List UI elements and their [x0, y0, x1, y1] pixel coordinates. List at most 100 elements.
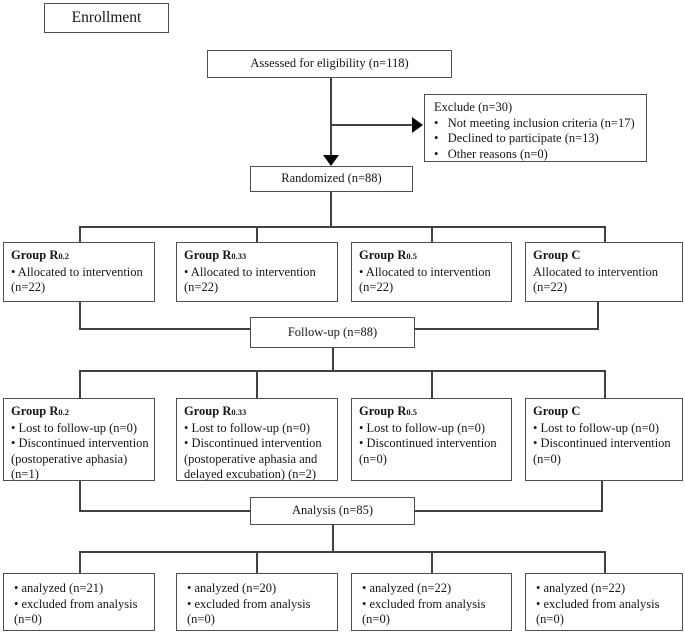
text-line: • excluded from analysis — [362, 596, 486, 611]
group-title-text: Group R — [359, 248, 407, 262]
followup-label: Follow-up (n=88) — [287, 324, 378, 339]
text-line: • excluded from analysis — [536, 596, 660, 611]
text-line: • Lost to follow-up (n=0) — [533, 420, 659, 435]
text-line: • excluded from analysis — [14, 596, 138, 611]
connector-line — [597, 302, 599, 330]
group-title: Group R0.33 — [184, 404, 332, 421]
allocation-box-r0-2: Group R0.2 • Allocated to intervention(n… — [3, 242, 155, 302]
allocation-lines: • Allocated to intervention(n=22) — [11, 265, 149, 296]
group-title: Group R0.33 — [184, 248, 332, 265]
group-title-subscript: 0.33 — [231, 251, 247, 261]
text-line: (n=0) — [533, 451, 561, 466]
arrowhead-down-icon — [323, 155, 339, 166]
analysis-box-r0-2: • analyzed (n=21)• excluded from analysi… — [3, 573, 155, 631]
text-line: (postoperative aphasia and — [184, 451, 318, 466]
group-title-subscript: 0.5 — [406, 407, 417, 417]
text-line: • Allocated to intervention — [11, 264, 143, 279]
group-title: Group C — [533, 404, 677, 421]
connector-line — [256, 226, 258, 242]
group-title: Group R0.2 — [11, 404, 149, 421]
enrollment-label: Enrollment — [71, 9, 142, 27]
connector-line — [79, 226, 606, 228]
analysis-lines: • analyzed (n=22)• excluded from analysi… — [536, 581, 677, 628]
followup-box-c: Group C • Lost to follow-up (n=0)• Disco… — [525, 398, 683, 481]
allocation-box-r0-5: Group R0.5 • Allocated to intervention(n… — [351, 242, 512, 302]
group-title-text: Group C — [533, 404, 581, 418]
connector-line — [415, 510, 603, 512]
text-line: (n=0) — [359, 451, 387, 466]
text-line: • analyzed (n=20) — [187, 581, 277, 595]
text-line: (n=22) — [184, 280, 219, 294]
connector-line — [256, 370, 258, 398]
text-line: • analyzed (n=22) — [536, 581, 626, 595]
text-line: • Discontinued intervention — [184, 436, 322, 450]
followup-box-r0-2: Group R0.2 • Lost to follow-up (n=0)• Di… — [3, 398, 155, 481]
text-line: • Other reasons (n=0) — [434, 146, 548, 161]
exclude-items: • Not meeting inclusion criteria (n=17)•… — [434, 116, 640, 163]
enrollment-label-box: Enrollment — [44, 3, 169, 33]
group-title-text: Group C — [533, 248, 581, 262]
connector-line — [79, 551, 81, 573]
allocation-box-r0-33: Group R0.33 • Allocated to intervention(… — [176, 242, 338, 302]
connector-line — [601, 481, 603, 512]
exclude-box: Exclude (n=30) • Not meeting inclusion c… — [424, 94, 647, 162]
followup-box-r0-5: Group R0.5 • Lost to follow-up (n=0)• Di… — [351, 398, 512, 481]
followup-lines: • Lost to follow-up (n=0)• Discontinued … — [184, 421, 332, 483]
text-line: • Not meeting inclusion criteria (n=17) — [434, 115, 635, 130]
text-line: (n=0) — [536, 612, 564, 626]
connector-line — [79, 370, 606, 372]
group-title-text: Group R — [359, 404, 407, 418]
text-line: (n=1) — [11, 467, 39, 481]
allocation-lines: Allocated to intervention(n=22) — [533, 265, 677, 296]
connector-line — [330, 124, 414, 126]
analysis-box-r0-5: • analyzed (n=22)• excluded from analysi… — [351, 573, 512, 631]
analysis-box: Analysis (n=85) — [250, 497, 415, 525]
text-line: delayed excubation) (n=2) — [184, 467, 316, 481]
connector-line — [431, 551, 433, 573]
text-line: • Discontinued intervention — [11, 436, 149, 450]
assessed-box: Assessed for eligibility (n=118) — [207, 50, 452, 78]
text-line: (postoperative aphasia) — [11, 451, 128, 466]
connector-line — [79, 302, 81, 330]
arrowhead-right-icon — [412, 117, 423, 133]
text-line: • Allocated to intervention — [359, 264, 491, 279]
group-title-text: Group R — [11, 404, 59, 418]
text-line: • Discontinued intervention — [359, 436, 497, 450]
allocation-lines: • Allocated to intervention(n=22) — [359, 265, 506, 296]
group-title: Group R0.5 — [359, 248, 506, 265]
analysis-box-r0-33: • analyzed (n=20)• excluded from analysi… — [176, 573, 338, 631]
group-title: Group R0.5 — [359, 404, 506, 421]
text-line: • Lost to follow-up (n=0) — [359, 420, 485, 435]
analysis-lines: • analyzed (n=20)• excluded from analysi… — [187, 581, 332, 628]
group-title: Group R0.2 — [11, 248, 149, 265]
text-line: • Lost to follow-up (n=0) — [184, 420, 310, 435]
text-line: (n=22) — [533, 280, 568, 294]
connector-line — [431, 370, 433, 398]
randomized-label: Randomized (n=88) — [281, 171, 382, 186]
followup-lines: • Lost to follow-up (n=0)• Discontinued … — [359, 421, 506, 468]
text-line: Allocated to intervention — [533, 264, 658, 279]
followup-lines: • Lost to follow-up (n=0)• Discontinued … — [11, 421, 149, 483]
connector-line — [79, 328, 250, 330]
group-title: Group C — [533, 248, 677, 265]
connector-line — [79, 510, 250, 512]
text-line: • Allocated to intervention — [184, 264, 316, 279]
text-line: (n=0) — [187, 612, 215, 626]
exclude-title: Exclude (n=30) — [434, 100, 513, 114]
group-title-text: Group R — [184, 248, 232, 262]
group-title-subscript: 0.5 — [406, 251, 417, 261]
group-title-subscript: 0.2 — [58, 407, 69, 417]
followup-box: Follow-up (n=88) — [250, 317, 415, 348]
text-line: • Declined to participate (n=13) — [434, 131, 599, 145]
analysis-label: Analysis (n=85) — [292, 503, 373, 518]
connector-line — [79, 226, 81, 242]
text-line: (n=22) — [359, 280, 394, 294]
connector-line — [79, 551, 606, 553]
text-line: (n=0) — [362, 612, 390, 626]
text-line: (n=0) — [14, 612, 42, 626]
text-line: • excluded from analysis — [187, 596, 311, 611]
group-title-text: Group R — [11, 248, 59, 262]
connector-line — [79, 370, 81, 398]
connector-line — [415, 328, 599, 330]
allocation-box-c: Group C Allocated to intervention(n=22) — [525, 242, 683, 302]
